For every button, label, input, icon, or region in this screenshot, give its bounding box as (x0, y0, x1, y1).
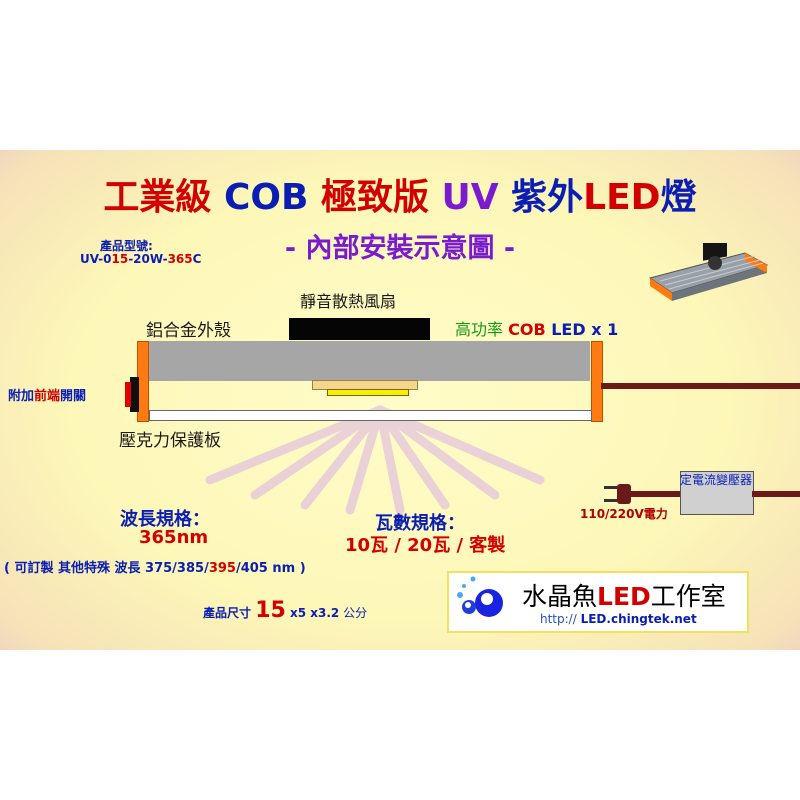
page-title: 工業級 COB 極致版 UV 紫外LED燈 (103, 177, 697, 218)
wavelength-note: ( 可訂製 其他特殊 波長 375/385/395/405 nm ) (4, 561, 306, 576)
plug-cable (631, 491, 681, 497)
brand-url[interactable]: http:// LED.chingtek.net (540, 612, 697, 626)
front-switch-body (130, 377, 139, 412)
product-photo (648, 243, 769, 301)
driver-cable (752, 491, 800, 497)
cob-led-chip (327, 389, 409, 396)
acrylic-cover (149, 410, 592, 421)
driver-label: 定電流變壓器 (680, 473, 753, 487)
aluminum-housing (149, 341, 590, 381)
model-label: 產品型號: (100, 239, 153, 253)
acrylic-label: 壓克力保護板 (119, 431, 221, 451)
wavelength-title: 波長規格： (120, 509, 210, 530)
power-label: 110/220V電力 (580, 507, 668, 521)
led-label: 高功率 COB LED x 1 (455, 320, 619, 339)
plug-prong-bottom (604, 499, 617, 502)
brand-name: 水晶魚LED工作室 (522, 582, 726, 611)
page-subtitle: - 內部安裝示意圖 - (284, 233, 516, 264)
fan-label: 靜音散熱風扇 (300, 292, 397, 311)
product-size: 產品尺寸 15 x5 x3.2 公分 (203, 598, 368, 623)
plug-prong-top (604, 486, 617, 489)
power-plug (617, 484, 631, 504)
uv-light-rays (205, 405, 545, 515)
right-end-cap (591, 341, 603, 422)
housing-label: 鋁合金外殼 (146, 321, 231, 341)
power-cable (601, 383, 800, 389)
wattage-value: 10瓦 / 20瓦 / 客製 (345, 535, 506, 556)
front-switch-button (125, 382, 131, 407)
wattage-title: 瓦數規格： (375, 513, 465, 534)
wavelength-value: 365nm (139, 527, 209, 548)
bubbles-logo-icon (457, 576, 503, 617)
brand-logo-box (447, 571, 749, 633)
cooling-fan (289, 318, 430, 340)
switch-label: 附加前端開關 (8, 389, 87, 404)
model-code: UV-015-20W-365C (80, 252, 202, 266)
constant-current-driver (680, 471, 754, 515)
